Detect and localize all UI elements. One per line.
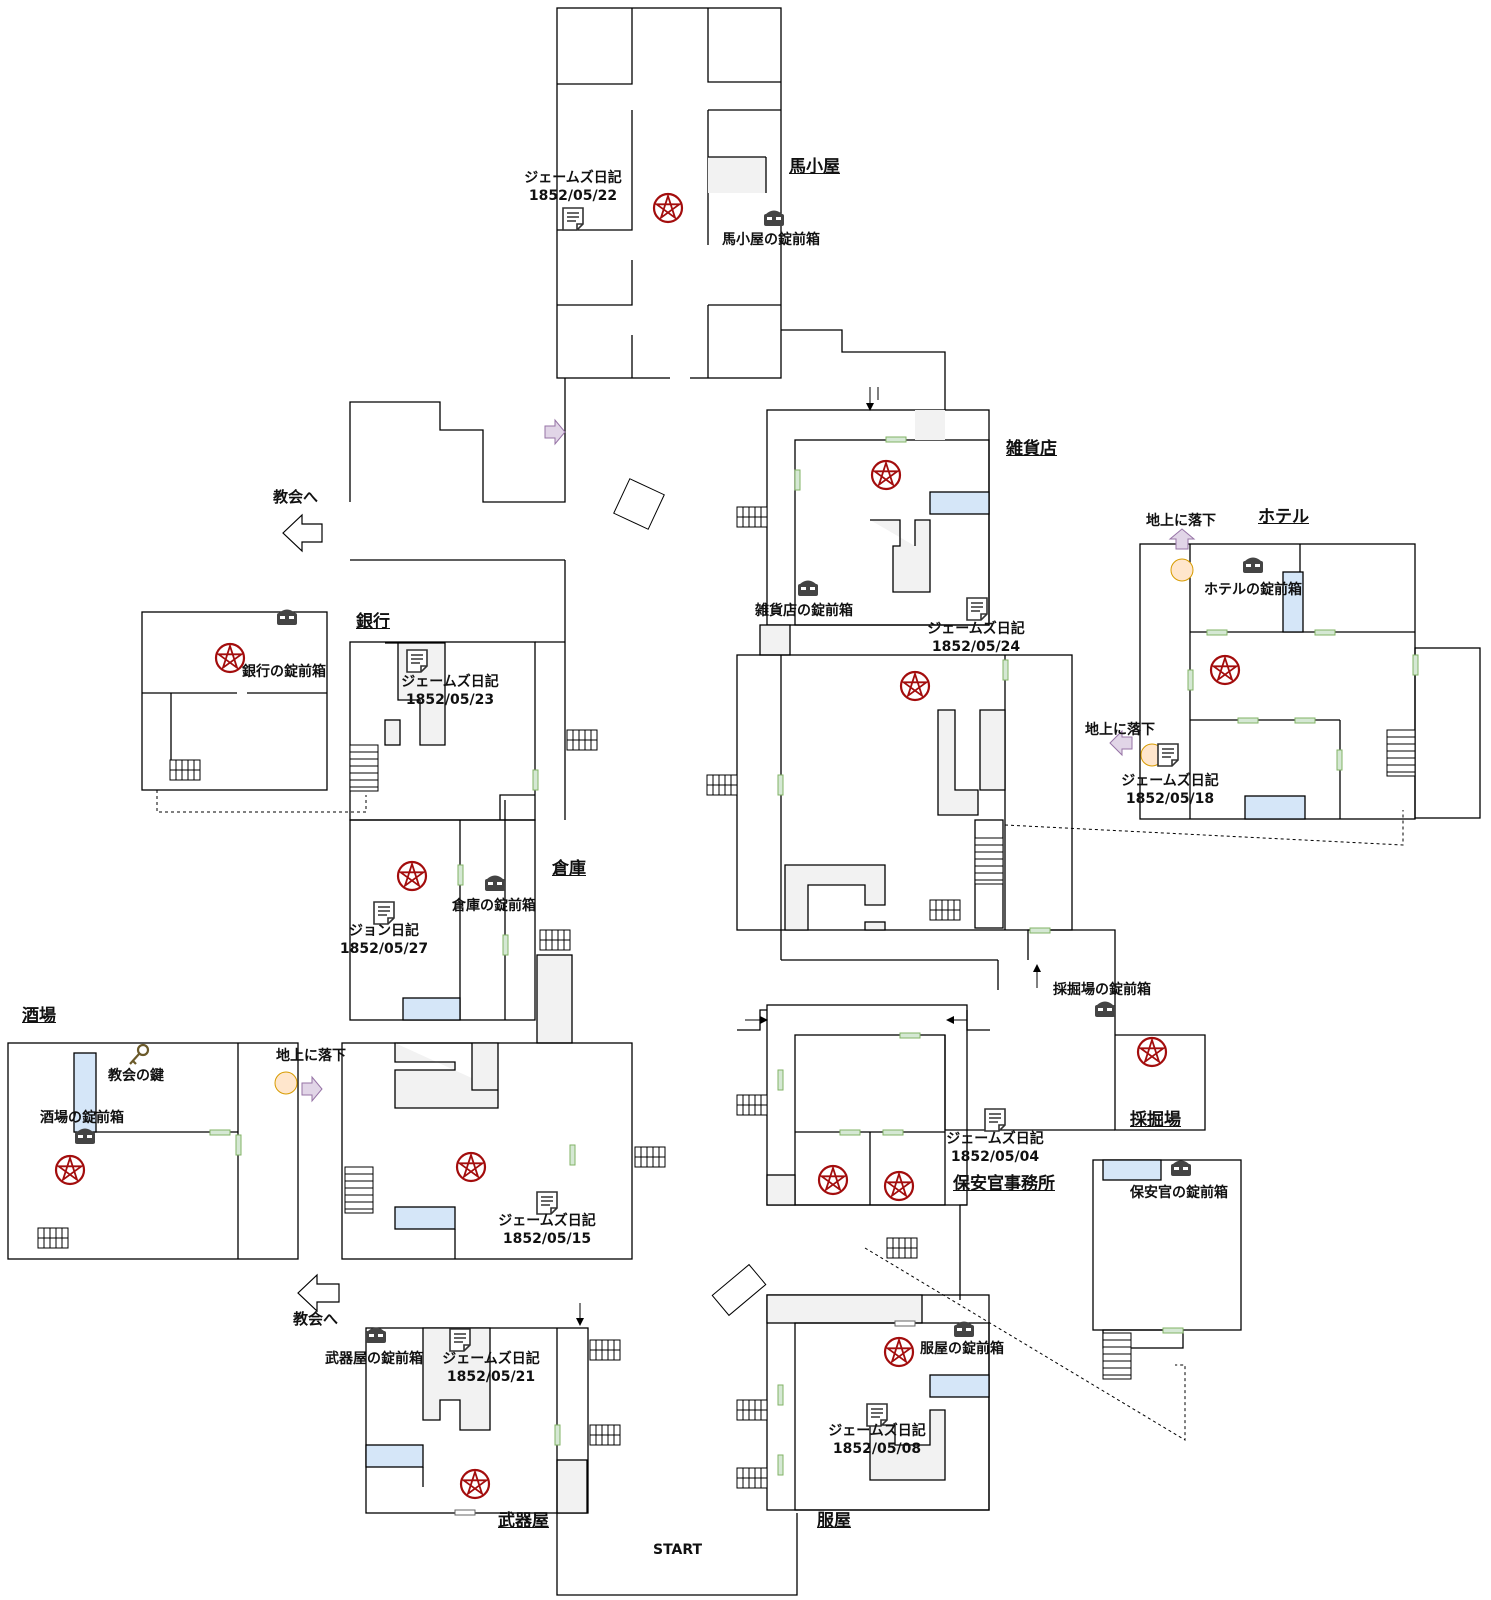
room-title-mine: 採掘場: [1130, 1110, 1181, 1130]
chest-label-warehouse: 倉庫の錠前箱: [452, 898, 536, 914]
lockbox-icon: [75, 210, 1263, 1343]
diary-icon: [373, 207, 1179, 1427]
to-church-label: 教会へ: [273, 488, 319, 506]
armory-room: [365, 1327, 798, 1596]
chest-label-hotel: ホテルの錠前箱: [1204, 582, 1302, 598]
bank-room: [141, 559, 566, 821]
room-title-armory: 武器屋: [498, 1511, 549, 1531]
tailor-room: [766, 1294, 990, 1511]
room-title-tailor: 服屋: [817, 1511, 851, 1531]
start-label: START: [653, 1542, 703, 1558]
chest-label-tailor: 服屋の錠前箱: [920, 1341, 1004, 1357]
room-title-stable: 馬小屋: [789, 157, 840, 177]
chest-label-bank: 銀行の錠前箱: [242, 664, 326, 680]
to-church-label: 教会へ: [293, 1310, 339, 1328]
room-title-general-store: 雑貨店: [1006, 439, 1057, 459]
key-icon: [129, 1043, 150, 1065]
chest-label-armory: 武器屋の錠前箱: [325, 1351, 423, 1367]
pentagram-icon: [54, 192, 1241, 1500]
room-title-bank: 銀行: [356, 612, 390, 632]
arrow-left-icon: [282, 513, 340, 1313]
room-title-warehouse: 倉庫: [552, 859, 586, 879]
fall-label: 地上に落下: [1146, 513, 1216, 529]
chest-label-mine: 採掘場の錠前箱: [1053, 982, 1151, 998]
fall-label: 地上に落下: [276, 1048, 346, 1064]
chest-label-stable: 馬小屋の錠前箱: [722, 232, 820, 248]
room-title-sheriff: 保安官事務所: [953, 1174, 1055, 1194]
sheriff-room: [766, 1004, 1115, 1300]
southwest-room: [341, 1042, 633, 1260]
church-key-label: 教会の鍵: [108, 1068, 164, 1084]
general-store-room: [759, 409, 990, 656]
chest-label-sheriff: 保安官の錠前箱: [1130, 1185, 1228, 1201]
chest-label-tavern: 酒場の錠前箱: [40, 1110, 124, 1126]
fall-label: 地上に落下: [1085, 722, 1155, 738]
warehouse-room: [349, 794, 573, 1044]
chest-label-general-store: 雑貨店の錠前箱: [755, 603, 853, 619]
room-title-hotel: ホテル: [1258, 507, 1309, 527]
room-title-tavern: 酒場: [22, 1006, 56, 1026]
stable-room: [556, 7, 782, 380]
